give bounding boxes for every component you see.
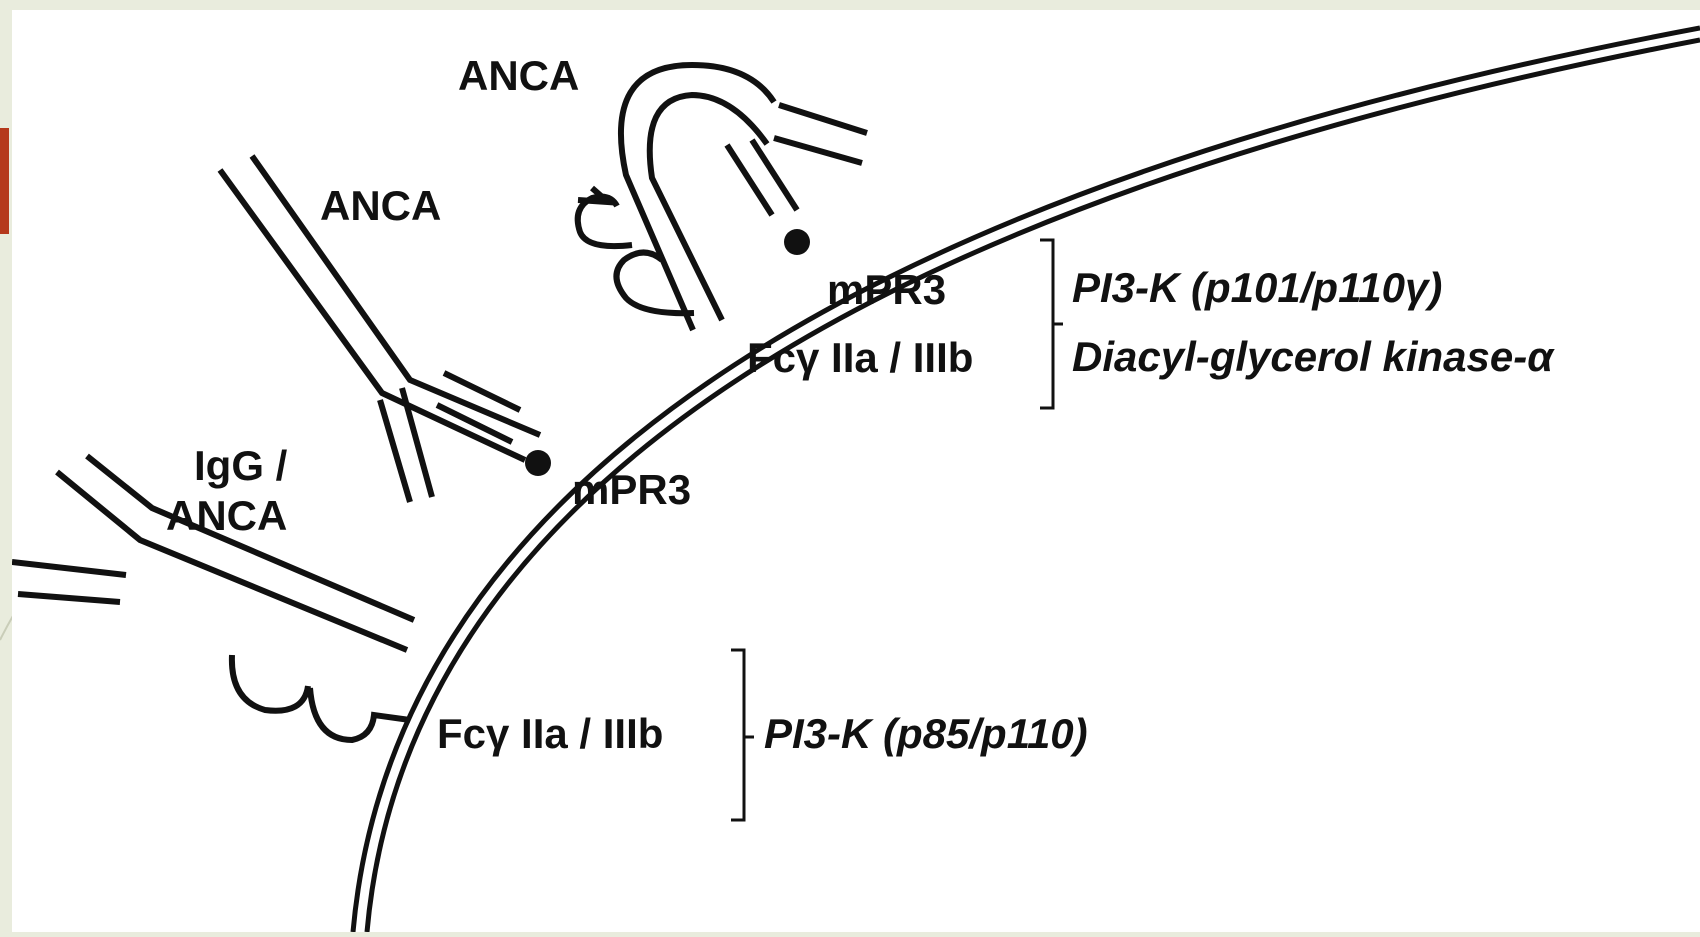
mpr3-receptor-dot-lower: [525, 450, 551, 476]
label-fcg-receptor-upper: Fcγ IIa / IIIb: [747, 334, 973, 382]
diagram-canvas: ANCA ANCA IgG / ANCA mPR3 Fcγ IIa / IIIb…: [12, 10, 1700, 932]
label-pathway-pi3k-p101: PI3-K (p101/p110γ): [1072, 264, 1442, 312]
label-mpr3-lower: mPR3: [572, 466, 691, 514]
label-mpr3-upper: mPR3: [827, 266, 946, 314]
label-igg-anca-line2: ANCA: [166, 492, 287, 540]
label-anca-top: ANCA: [458, 52, 579, 100]
label-pathway-dgk-alpha: Diacyl-glycerol kinase-α: [1072, 333, 1553, 381]
label-igg-anca-line1: IgG /: [194, 442, 287, 490]
anca-antibody-bent: [578, 65, 867, 330]
label-fcg-receptor-lower: Fcγ IIa / IIIb: [437, 710, 663, 758]
bracket-upper: [1040, 240, 1063, 408]
mpr3-receptor-dot-upper: [784, 229, 810, 255]
bracket-lower: [731, 650, 754, 820]
cell-membrane: [353, 28, 1700, 932]
label-pathway-pi3k-p85: PI3-K (p85/p110): [764, 710, 1088, 758]
label-anca-middle: ANCA: [320, 182, 441, 230]
